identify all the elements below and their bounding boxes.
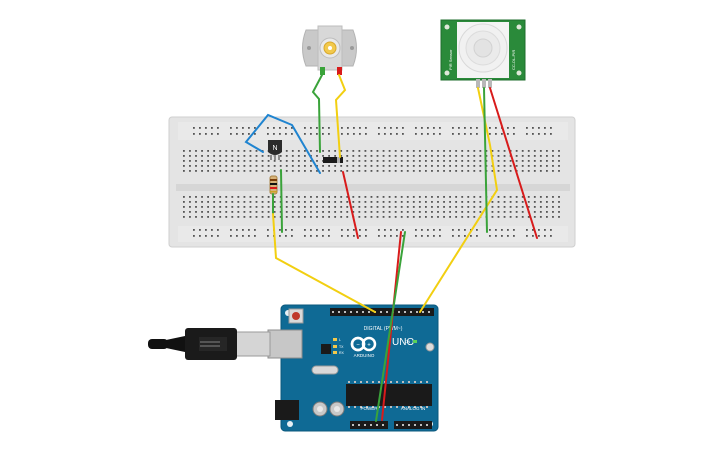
pir-sensor[interactable]: PIR Sensor CC-DL-PIR (440, 19, 526, 88)
l-led-label: L (339, 338, 341, 342)
on-label: ON (405, 340, 411, 344)
dc-motor[interactable] (302, 25, 357, 75)
npn-transistor[interactable]: N (268, 140, 282, 160)
tx-label: TX (339, 345, 344, 349)
pir-label-right: CC-DL-PIR (511, 50, 516, 70)
diode[interactable] (323, 157, 343, 163)
analog-label: ANALOG IN (401, 406, 426, 411)
wires (244, 74, 538, 422)
pir-label-left: PIR Sensor (448, 49, 453, 70)
arduino-uno-board[interactable]: DIGITAL (PWM~) − + ARDUINO UNO L TX RX O… (267, 304, 439, 432)
wire-pir-green (483, 87, 488, 233)
usb-cable[interactable] (148, 328, 271, 360)
svg-text:+: + (367, 343, 371, 349)
wire-yellow-arduino (272, 213, 376, 313)
wire-motor-red (334, 74, 347, 158)
arduino-model: UNO (392, 337, 414, 348)
svg-text:−: − (356, 343, 360, 349)
wire-motor-green (311, 74, 323, 153)
breadboard[interactable] (168, 116, 576, 248)
wire-red-bb (342, 171, 359, 239)
rx-label: RX (339, 351, 345, 355)
power-label: POWER (360, 406, 378, 411)
breadboard-holes (183, 127, 560, 237)
digital-label: DIGITAL (PWM~) (364, 326, 403, 332)
resistor[interactable] (269, 175, 278, 195)
wire-green-bb (280, 169, 283, 233)
transistor-label: N (272, 145, 277, 152)
arduino-logo: − + (350, 336, 377, 352)
wire-pir-red (489, 87, 538, 239)
wire-blue (244, 113, 321, 174)
arduino-brand: ARDUINO (354, 353, 375, 358)
wire-green-power (375, 231, 406, 422)
